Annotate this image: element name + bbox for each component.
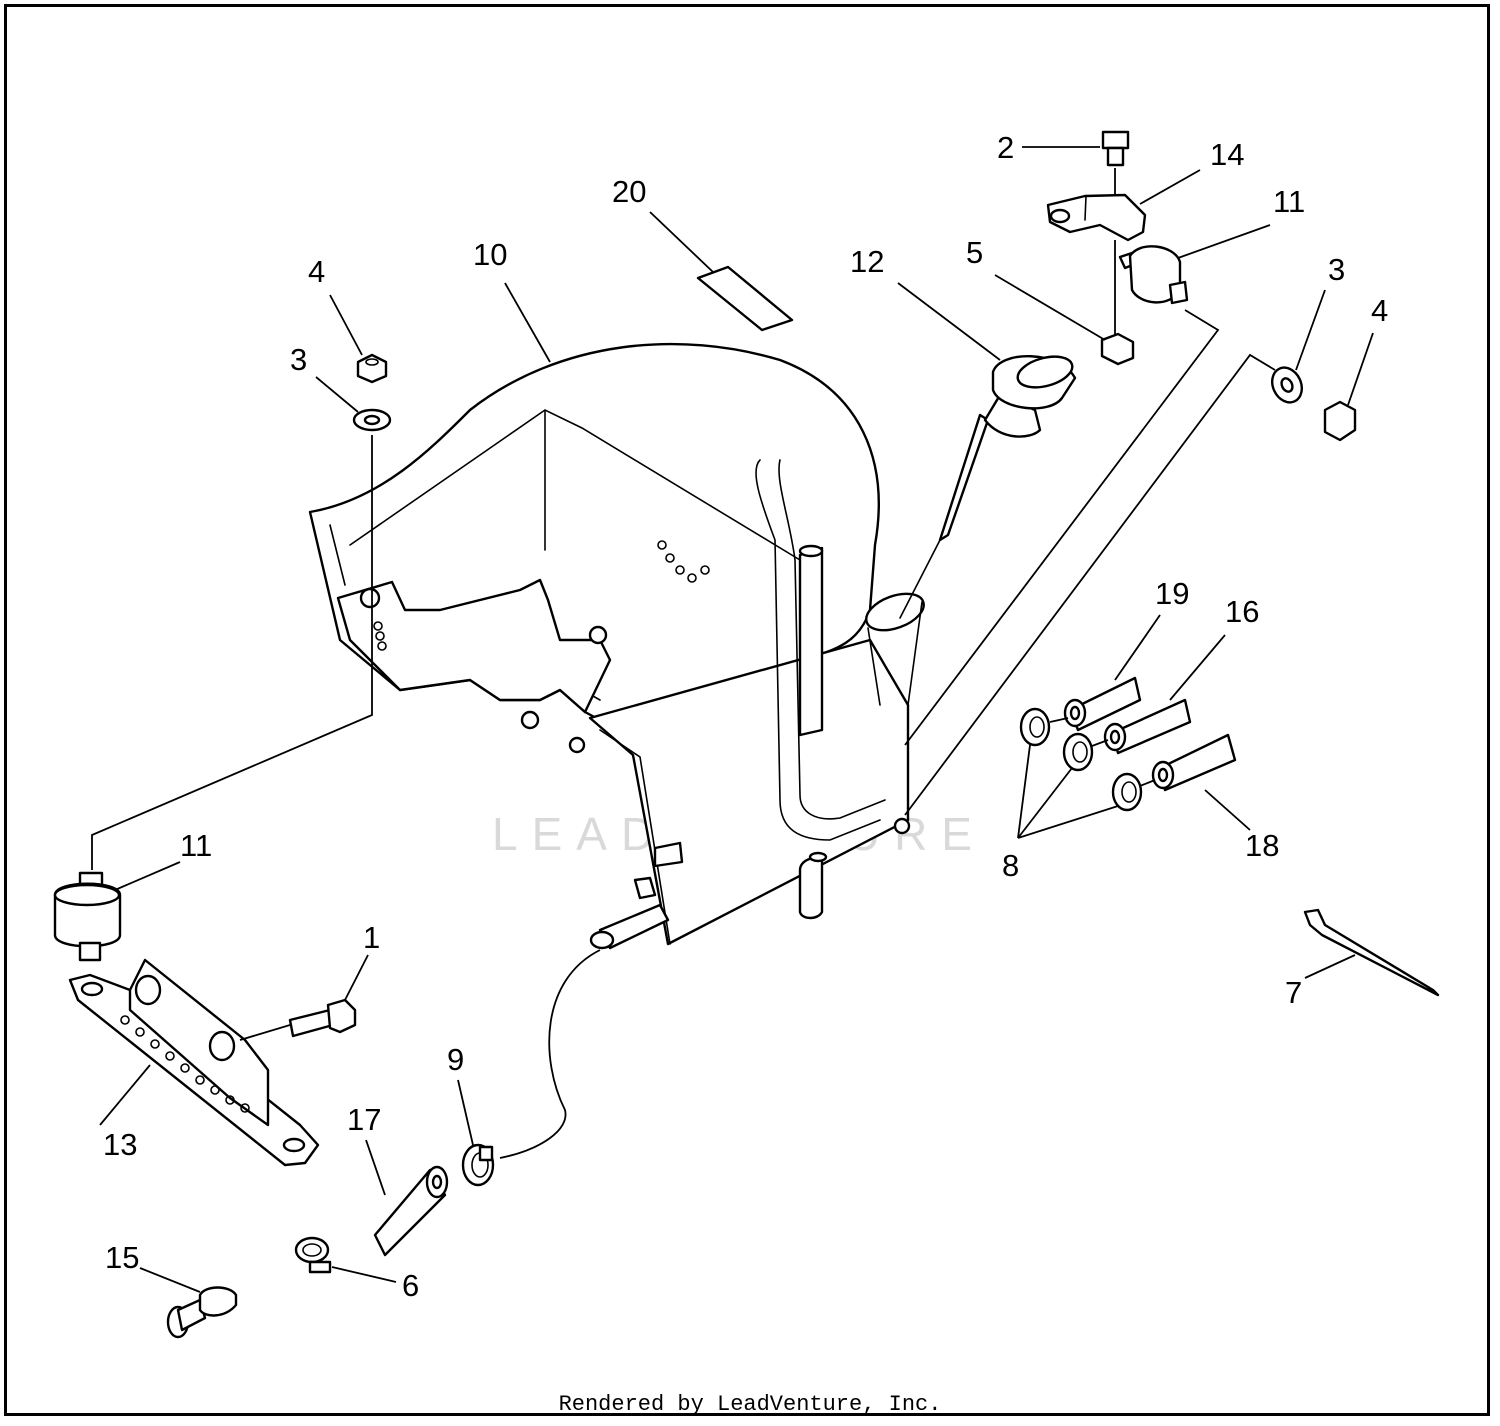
callout-8: 8 [1002, 848, 1019, 883]
callout-1: 1 [363, 920, 380, 955]
callout-20: 20 [612, 174, 646, 209]
callout-12: 12 [850, 244, 884, 279]
callout-4-right: 4 [1371, 293, 1388, 328]
callout-4-left: 4 [308, 254, 325, 289]
part-1-bolt [288, 998, 357, 1038]
part-12-dipstick [899, 355, 1077, 619]
part-6-clamp [294, 1236, 332, 1274]
weld-beads [373, 540, 710, 651]
drain-hose [499, 949, 601, 1159]
part-16-hose [1103, 698, 1192, 755]
guide-line-left [91, 435, 373, 870]
footer-credit: Rendered by LeadVenture, Inc. [558, 1392, 942, 1417]
callout-16: 16 [1225, 594, 1259, 629]
callout-9: 9 [447, 1042, 464, 1077]
weld-beads-13 [120, 1015, 250, 1113]
oil-tank [308, 342, 925, 950]
part-17-hose [373, 1165, 449, 1257]
callout-11-top: 11 [1273, 184, 1305, 219]
part-8-clamps [1019, 707, 1143, 812]
callout-19: 19 [1155, 576, 1189, 611]
part-18-hose [1151, 733, 1237, 792]
callout-17: 17 [347, 1102, 381, 1137]
part-2-bolt [1101, 130, 1130, 167]
part-15-pin [166, 1286, 238, 1339]
callout-14: 14 [1210, 137, 1244, 172]
callouts: 2 14 11 20 10 12 5 3 4 4 3 19 16 8 18 11… [103, 130, 1388, 1303]
part-7-cable-tie [1303, 908, 1440, 997]
callout-13: 13 [103, 1127, 137, 1162]
callout-5: 5 [966, 235, 983, 270]
callout-15: 15 [105, 1240, 139, 1275]
callout-3-left: 3 [290, 342, 307, 377]
part-14-bracket [1046, 193, 1147, 242]
callout-18: 18 [1245, 828, 1279, 863]
part-9-clamp [461, 1143, 495, 1187]
part-3-washer-right [1271, 366, 1303, 404]
callout-2: 2 [997, 130, 1014, 165]
part-11-isolator-top [1118, 245, 1189, 305]
part-20-decal [696, 265, 794, 332]
callout-3-right: 3 [1328, 252, 1345, 287]
callout-10: 10 [473, 237, 507, 272]
callout-7: 7 [1285, 975, 1302, 1010]
part-19-hose [1063, 676, 1142, 732]
part-3-washer-left [352, 408, 392, 432]
part-4-nut-left [356, 353, 388, 384]
callout-11-left: 11 [180, 828, 212, 863]
part-11-isolator-left [53, 871, 122, 962]
part-5-nut [1100, 332, 1135, 366]
callout-6: 6 [402, 1268, 419, 1303]
part-13-bracket [68, 958, 320, 1167]
part-4-nut-right [1323, 400, 1357, 442]
